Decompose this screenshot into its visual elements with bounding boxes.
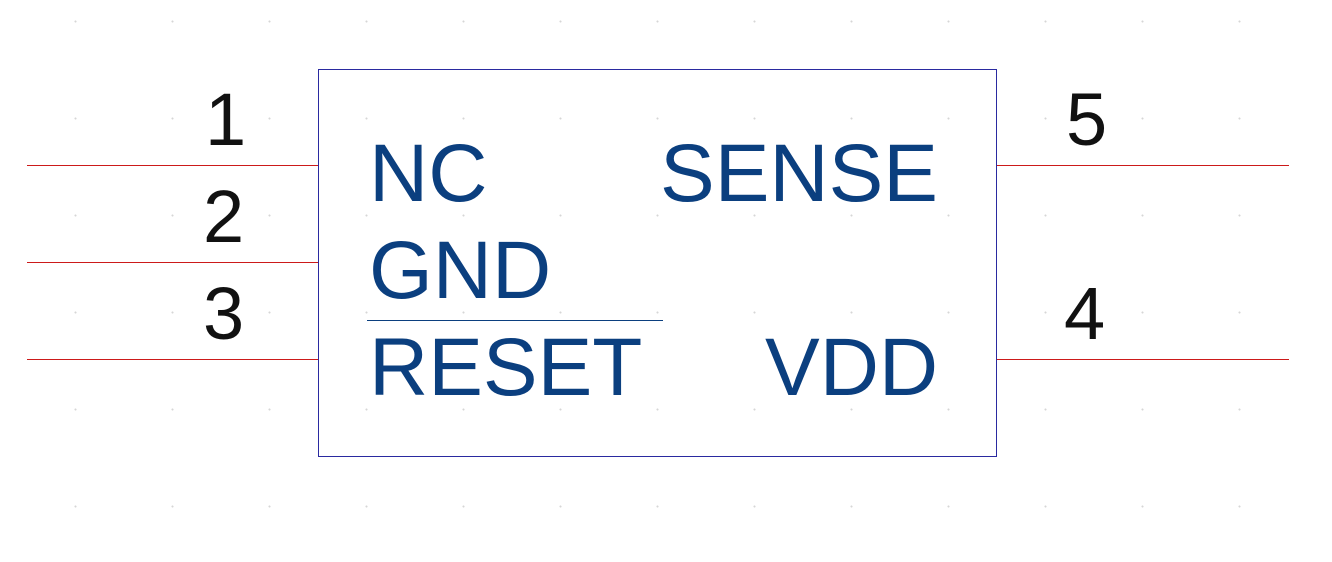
reset-active-low-overbar — [367, 320, 663, 321]
pin-3-line[interactable] — [27, 359, 318, 360]
pin-2-number: 2 — [203, 175, 245, 258]
pin-1-line[interactable] — [27, 165, 318, 166]
component-body[interactable] — [318, 69, 997, 457]
pin-1-number: 1 — [205, 78, 247, 161]
pin-5-name: SENSE — [660, 128, 938, 219]
pin-3-number: 3 — [203, 272, 245, 355]
pin-4-line[interactable] — [997, 359, 1289, 360]
pin-2-line[interactable] — [27, 262, 318, 263]
pin-1-name: NC — [369, 128, 488, 219]
pin-5-line[interactable] — [997, 165, 1289, 166]
pin-4-number: 4 — [1064, 272, 1106, 355]
pin-3-name: RESET — [369, 322, 643, 413]
pin-2-name: GND — [369, 225, 552, 316]
pin-4-name: VDD — [765, 322, 939, 413]
pin-5-number: 5 — [1066, 78, 1108, 161]
